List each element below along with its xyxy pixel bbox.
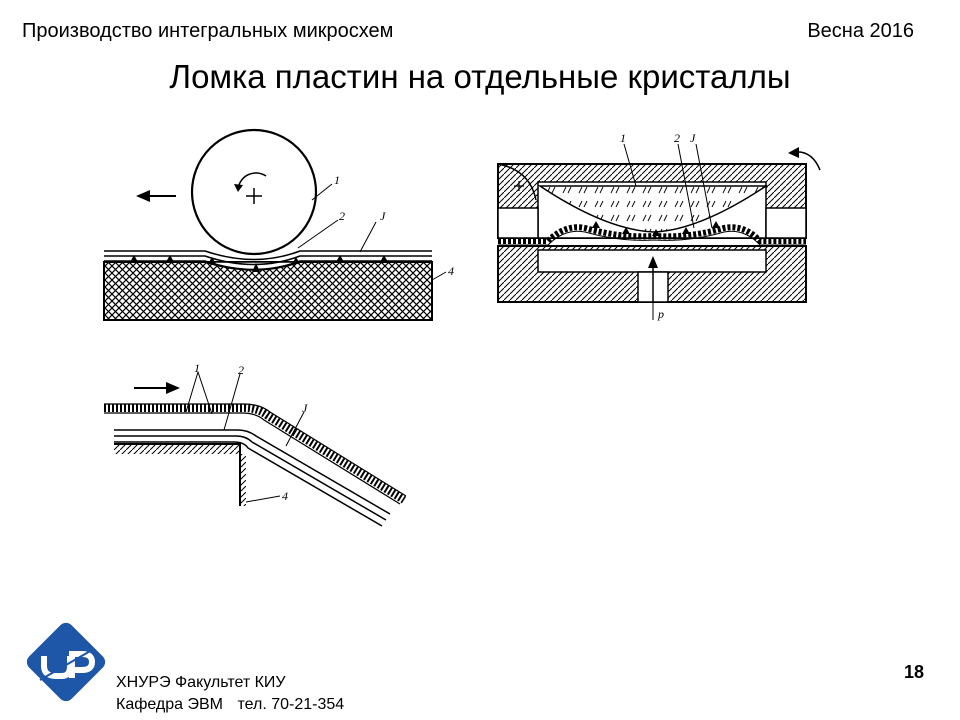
roller-leader-2 [297, 219, 339, 249]
roller-film-lower [104, 255, 432, 266]
roller-leader-3 [359, 221, 377, 253]
press-pressure-arrowhead-icon [648, 256, 658, 268]
press-lens [537, 185, 769, 233]
roller-label-2: 2 [339, 209, 345, 223]
bend-wafer-mid [114, 435, 387, 521]
bend-tape-outline-bottom [104, 412, 401, 505]
press-diagram: 1 2 J p [497, 131, 821, 321]
direction-arrowhead-icon [136, 190, 150, 202]
bend-tape-outline-top [104, 403, 407, 497]
press-corner-arc [497, 163, 537, 201]
press-label-3: J [690, 131, 696, 145]
roller-film [104, 250, 432, 261]
footer-phone: тел. 70-21-354 [237, 696, 345, 713]
bend-tape [104, 404, 407, 504]
press-label-p: p [657, 307, 664, 321]
footer-dept: Кафедра ЭВМ [116, 696, 224, 713]
press-label-1: 1 [620, 131, 626, 145]
bend-substrate-edge [114, 443, 241, 506]
bend-label-1: 1 [194, 361, 200, 375]
bend-leader-2 [223, 373, 241, 431]
press-corner-plus-icon [514, 181, 524, 191]
roller-label-3: J [380, 209, 386, 223]
bend-diagram: 1 2 J 4 [104, 361, 407, 527]
page-number: 18 [903, 662, 924, 682]
bend-wafer-top [114, 429, 391, 515]
press-leader-2 [677, 143, 695, 229]
bend-substrate [114, 444, 246, 506]
university-logo-icon [26, 622, 106, 702]
roller-diagram: 1 2 J 4 [103, 128, 454, 321]
press-label-2: 2 [674, 131, 680, 145]
course-title: Производство интегральных микросхем [22, 20, 394, 42]
press-rotation-arrowhead-icon [788, 147, 799, 158]
press-membrane-edge [498, 230, 806, 246]
bend-label-4: 4 [282, 489, 288, 503]
press-notches [592, 221, 720, 236]
bend-label-3: J [302, 401, 308, 415]
bend-leader-4 [245, 495, 281, 503]
rotation-arrowhead-icon [234, 184, 243, 192]
press-port-left [497, 207, 539, 239]
press-leader-3 [695, 143, 713, 229]
bend-leader-1b [197, 371, 213, 415]
bend-leader-3 [285, 411, 305, 447]
roller-leader-4 [431, 271, 447, 281]
slide-title: Ломка пластин на отдельные кристаллы [169, 58, 791, 95]
roller-notches [130, 255, 388, 272]
press-port-right [765, 207, 807, 239]
bend-label-2: 2 [238, 363, 244, 377]
roller-base [103, 261, 433, 321]
term-label: Весна 2016 [807, 20, 914, 42]
roller-label-1: 1 [334, 173, 340, 187]
roller-plus-icon [246, 188, 262, 204]
footer-dept-line: Кафедра ЭВМ тел. 70-21-354 [116, 696, 344, 714]
press-leader-1 [623, 143, 637, 187]
roller-leader-1 [311, 183, 333, 201]
bend-feed-arrowhead-icon [166, 382, 180, 394]
footer-org: ХНУРЭ Факультет КИУ [116, 674, 286, 691]
roller-label-4: 4 [448, 264, 454, 278]
bend-leader-1a [185, 371, 199, 413]
bend-wafer-bottom [114, 441, 383, 527]
